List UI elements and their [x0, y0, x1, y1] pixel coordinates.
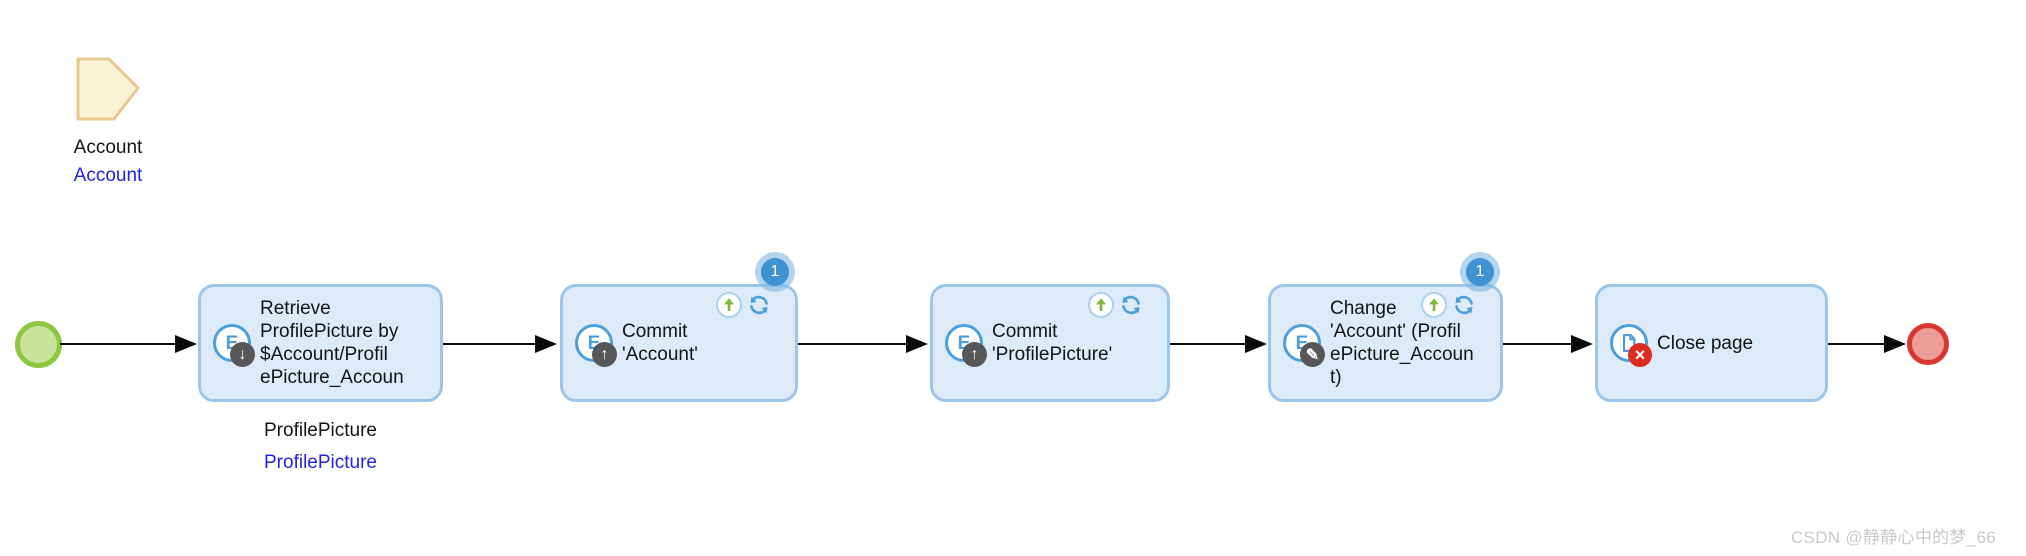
- refresh-client-icon: [1119, 293, 1143, 317]
- activity-label: Close page: [1657, 332, 1754, 354]
- commit-up-arrow-icon: [716, 292, 742, 318]
- count-badge: 1: [1460, 252, 1500, 292]
- parameter-name-label: Account: [73, 137, 143, 158]
- activity-commit-profilepicture[interactable]: E ↑ Commit 'ProfilePicture': [930, 284, 1170, 402]
- close-page-icon: ×: [1610, 324, 1652, 367]
- activity-change-account[interactable]: E ✎ Change 'Account' (Profil ePicture_Ac…: [1268, 252, 1503, 402]
- commit-up-arrow-icon: [1088, 292, 1114, 318]
- count-badge: 1: [755, 252, 795, 292]
- sequence-flow-arrow[interactable]: [1170, 334, 1267, 354]
- sequence-flow-arrow[interactable]: [798, 334, 928, 354]
- close-x-icon: ×: [1628, 343, 1652, 367]
- retrieve-entity-icon: E ↓: [213, 324, 255, 367]
- pencil-icon: ✎: [1300, 342, 1325, 367]
- parameter-entity-label: Account: [73, 165, 143, 186]
- upload-arrow-icon: ↑: [592, 342, 617, 367]
- sequence-flow-arrow[interactable]: [1503, 334, 1593, 354]
- upload-arrow-icon: ↑: [962, 342, 987, 367]
- parameter-pentagon-icon: [28, 57, 188, 121]
- change-entity-icon: E ✎: [1283, 324, 1325, 367]
- output-variable-entity[interactable]: ProfilePicture: [264, 452, 377, 473]
- commit-up-arrow-icon: [1421, 292, 1447, 318]
- sequence-flow-arrow[interactable]: [60, 334, 197, 354]
- activity-close-page[interactable]: × Close page: [1595, 284, 1828, 402]
- activity-label: Retrieve ProfilePicture by $Account/Prof…: [260, 298, 404, 388]
- end-event[interactable]: [1907, 323, 1949, 365]
- output-variable-name: ProfilePicture: [264, 420, 377, 441]
- activity-label: Change 'Account' (Profil ePicture_Accoun…: [1330, 298, 1474, 388]
- sequence-flow-arrow[interactable]: [443, 334, 557, 354]
- commit-entity-icon: E ↑: [945, 324, 987, 367]
- start-event[interactable]: [15, 321, 62, 368]
- refresh-client-icon: [747, 293, 771, 317]
- activity-label: Commit 'ProfilePicture': [992, 321, 1113, 365]
- sequence-flow-arrow[interactable]: [1828, 334, 1906, 354]
- csdn-watermark: CSDN @静静心中的梦_66: [1790, 528, 1996, 547]
- parameter-account[interactable]: Account Account: [28, 57, 188, 190]
- refresh-client-icon: [1452, 293, 1476, 317]
- commit-entity-icon: E ↑: [575, 324, 617, 367]
- download-arrow-icon: ↓: [230, 342, 255, 367]
- activity-retrieve-profilepicture[interactable]: E ↓ Retrieve ProfilePicture by $Account/…: [198, 284, 443, 402]
- activity-commit-account[interactable]: E ↑ Commit 'Account' 1: [560, 252, 798, 402]
- activity-label: Commit 'Account': [622, 321, 698, 365]
